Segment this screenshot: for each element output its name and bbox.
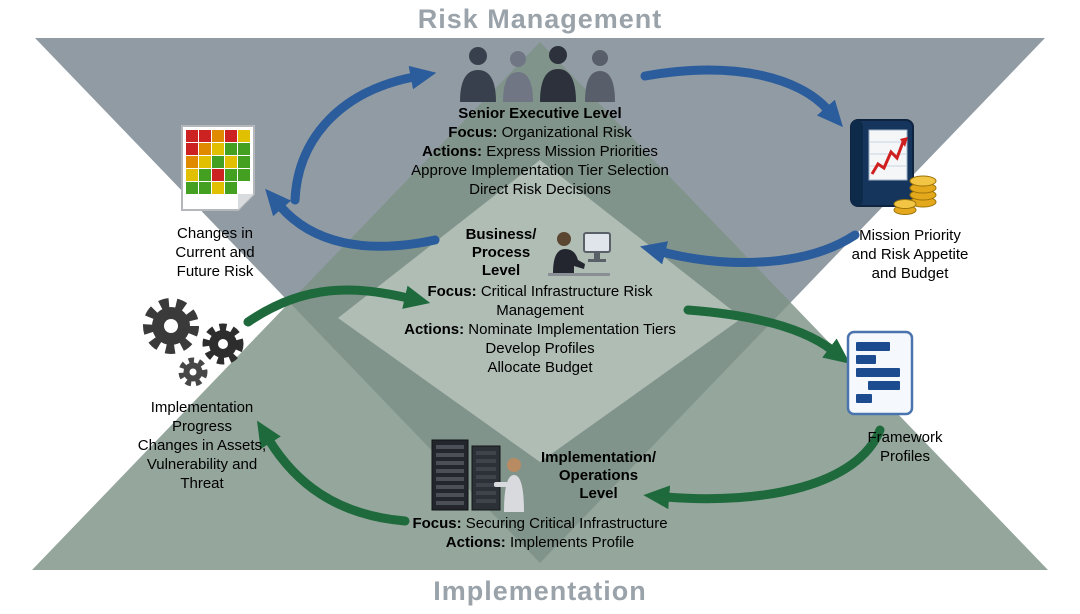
senior-actions-line-1: Actions: Express Mission Priorities xyxy=(300,142,780,161)
business-focus-line: Focus: Critical Infrastructure Risk Mana… xyxy=(390,282,690,320)
framework-profiles-label: Framework Profiles xyxy=(867,429,943,465)
operations-focus-text: Securing Critical Infrastructure xyxy=(465,515,668,532)
arrow-business-to-profiles xyxy=(683,305,851,364)
business-level-header: Business/ Process Level xyxy=(355,226,725,280)
business-level-title: Business/ Process Level xyxy=(465,226,537,279)
server-racks-icon xyxy=(431,439,524,512)
implementation-operations-block: Implementation/ Operations Level Focus: … xyxy=(340,438,740,552)
actions-label: Actions: xyxy=(445,534,506,551)
focus-label: Focus: xyxy=(412,515,462,532)
business-actions-line-1: Actions: Nominate Implementation Tiers xyxy=(355,320,725,339)
arrow-business-to-changes xyxy=(265,188,440,251)
business-action-3: Allocate Budget xyxy=(487,359,593,376)
mission-priority-label: Mission Priority and Risk Appetite and B… xyxy=(851,227,969,282)
framework-profiles-icon xyxy=(846,330,914,416)
risk-management-title: Risk Management xyxy=(417,4,663,34)
business-focus-text: Critical Infrastructure Risk Management xyxy=(480,283,653,319)
changes-risk-label: Changes in Current and Future Risk xyxy=(175,225,255,280)
business-level-diamond xyxy=(338,160,742,462)
actions-label: Actions: xyxy=(404,321,465,338)
senior-focus-text: Organizational Risk xyxy=(501,124,632,141)
operations-action-1: Implements Profile xyxy=(509,534,635,551)
operations-actions-line: Actions: Implements Profile xyxy=(340,533,740,552)
arrow-progress-to-business xyxy=(243,285,431,327)
arrow-operations-to-progress xyxy=(257,420,410,526)
arrow-profiles-to-operations xyxy=(643,425,885,510)
business-process-block: Business/ Process Level Focus: Critical … xyxy=(355,226,725,377)
implementation-triangle xyxy=(32,42,1048,570)
gears-icon xyxy=(143,298,244,387)
actions-label: Actions: xyxy=(422,143,483,160)
operations-level-title: Implementation/ Operations Level xyxy=(540,449,656,502)
implementation-progress-label: Implementation Progress Changes in Asset… xyxy=(137,399,267,492)
operations-focus-line: Focus: Securing Critical Infrastructure xyxy=(340,514,740,533)
arrow-executive-to-mission xyxy=(640,65,843,128)
senior-action-3: Direct Risk Decisions xyxy=(469,181,611,198)
focus-label: Focus: xyxy=(448,124,498,141)
implementation-title: Implementation xyxy=(433,576,647,606)
senior-action-1: Express Mission Priorities xyxy=(486,143,658,160)
senior-executive-block: Senior Executive Level Focus: Organizati… xyxy=(300,44,780,199)
arrow-changes-to-executive xyxy=(290,65,437,205)
business-action-2: Develop Profiles xyxy=(485,340,595,357)
senior-action-2: Approve Implementation Tier Selection xyxy=(411,162,669,179)
business-action-1: Nominate Implementation Tiers xyxy=(468,321,676,338)
binder-chart-coins-icon xyxy=(850,119,937,215)
executives-group-icon xyxy=(460,46,615,102)
operations-level-header: Implementation/ Operations Level xyxy=(340,438,740,514)
risk-heatmap-icon xyxy=(181,125,255,211)
arrow-mission-to-business xyxy=(639,230,860,267)
computer-user-icon xyxy=(548,232,612,276)
focus-label: Focus: xyxy=(427,283,477,300)
senior-level-title: Senior Executive Level xyxy=(458,105,622,122)
senior-focus-line: Focus: Organizational Risk xyxy=(300,123,780,142)
